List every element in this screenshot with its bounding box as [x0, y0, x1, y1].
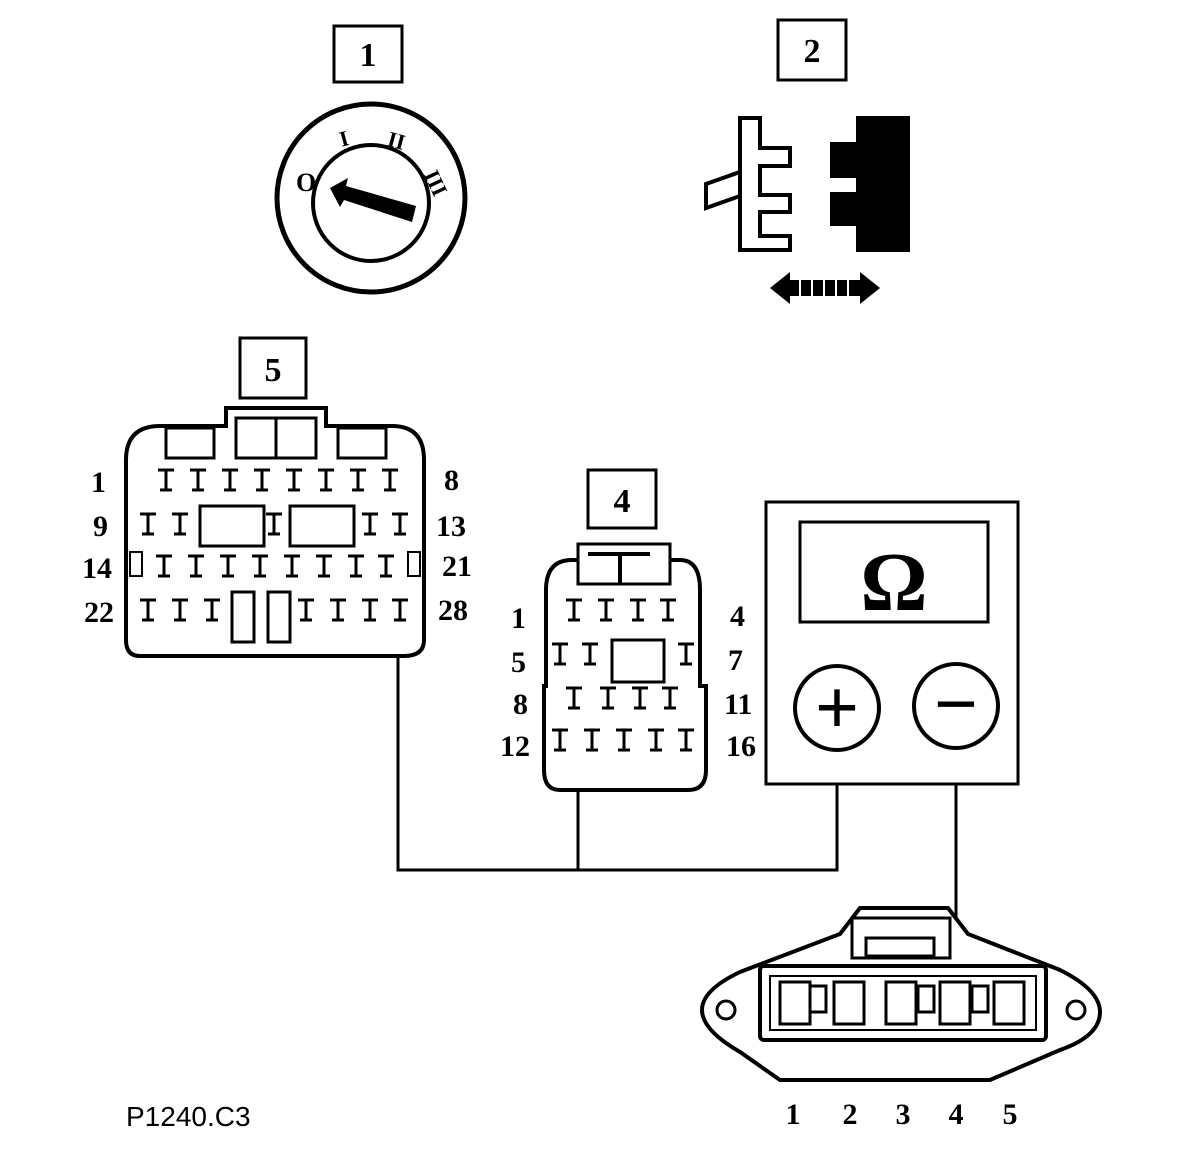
c16-pin-12: 12 — [500, 730, 530, 763]
sensor-pin-2: 2 — [843, 1098, 858, 1131]
connector-16-pin: 1 4 5 7 8 11 12 16 — [500, 542, 756, 792]
figure-code: P1240.C3 — [126, 1101, 251, 1132]
callout-1: 1 — [332, 24, 404, 84]
positive-terminal — [793, 664, 881, 752]
callout-4: 4 — [586, 468, 658, 530]
c28-pin-13: 13 — [436, 510, 466, 543]
negative-symbol: − — [934, 660, 978, 747]
c16-pin-16: 16 — [726, 730, 756, 763]
c16-pin-11: 11 — [724, 688, 752, 721]
double-arrow-icon — [770, 272, 880, 304]
ignition-switch-icon: O I II III — [274, 101, 468, 295]
c16-pin-7: 7 — [728, 644, 743, 677]
c28-pin-21: 21 — [442, 550, 472, 583]
sensor-connector: 1 2 3 4 5 — [699, 906, 1103, 1131]
sliding-switch-icon — [704, 116, 910, 252]
connector-16-terminals — [552, 598, 694, 752]
callout-2: 2 — [776, 18, 848, 82]
c28-pin-14: 14 — [82, 552, 112, 585]
ohmmeter: Ω + − — [764, 500, 1020, 786]
callout-1-label: 1 — [360, 37, 377, 74]
c16-pin-1: 1 — [511, 602, 526, 635]
c16-pin-5: 5 — [511, 646, 526, 679]
c28-pin-22: 22 — [84, 596, 114, 629]
connector-28-terminals — [140, 468, 408, 622]
callout-4-label: 4 — [614, 483, 631, 520]
c16-pin-4: 4 — [730, 600, 745, 633]
c16-pin-8: 8 — [513, 688, 528, 721]
c28-pin-28: 28 — [438, 594, 468, 627]
ignition-position-0: O — [296, 168, 316, 197]
callout-5-label: 5 — [265, 352, 282, 389]
c28-pin-9: 9 — [93, 510, 108, 543]
sensor-pin-4: 4 — [949, 1098, 964, 1131]
sensor-pin-5: 5 — [1003, 1098, 1018, 1131]
meter-display — [798, 520, 990, 624]
connector-28-pin: 1 8 9 13 14 21 22 28 — [82, 406, 472, 658]
callout-5: 5 — [238, 336, 308, 400]
ohm-symbol: Ω — [860, 536, 927, 629]
sensor-pin-3: 3 — [896, 1098, 911, 1131]
positive-symbol: + — [815, 664, 859, 751]
wire-connector5-to-positive — [396, 620, 839, 872]
callout-2-label: 2 — [804, 33, 821, 70]
negative-terminal — [912, 662, 1000, 750]
c28-pin-8: 8 — [444, 464, 459, 497]
sensor-pin-1: 1 — [786, 1098, 801, 1131]
ignition-position-2: II — [385, 126, 408, 155]
c28-pin-1: 1 — [91, 466, 106, 499]
